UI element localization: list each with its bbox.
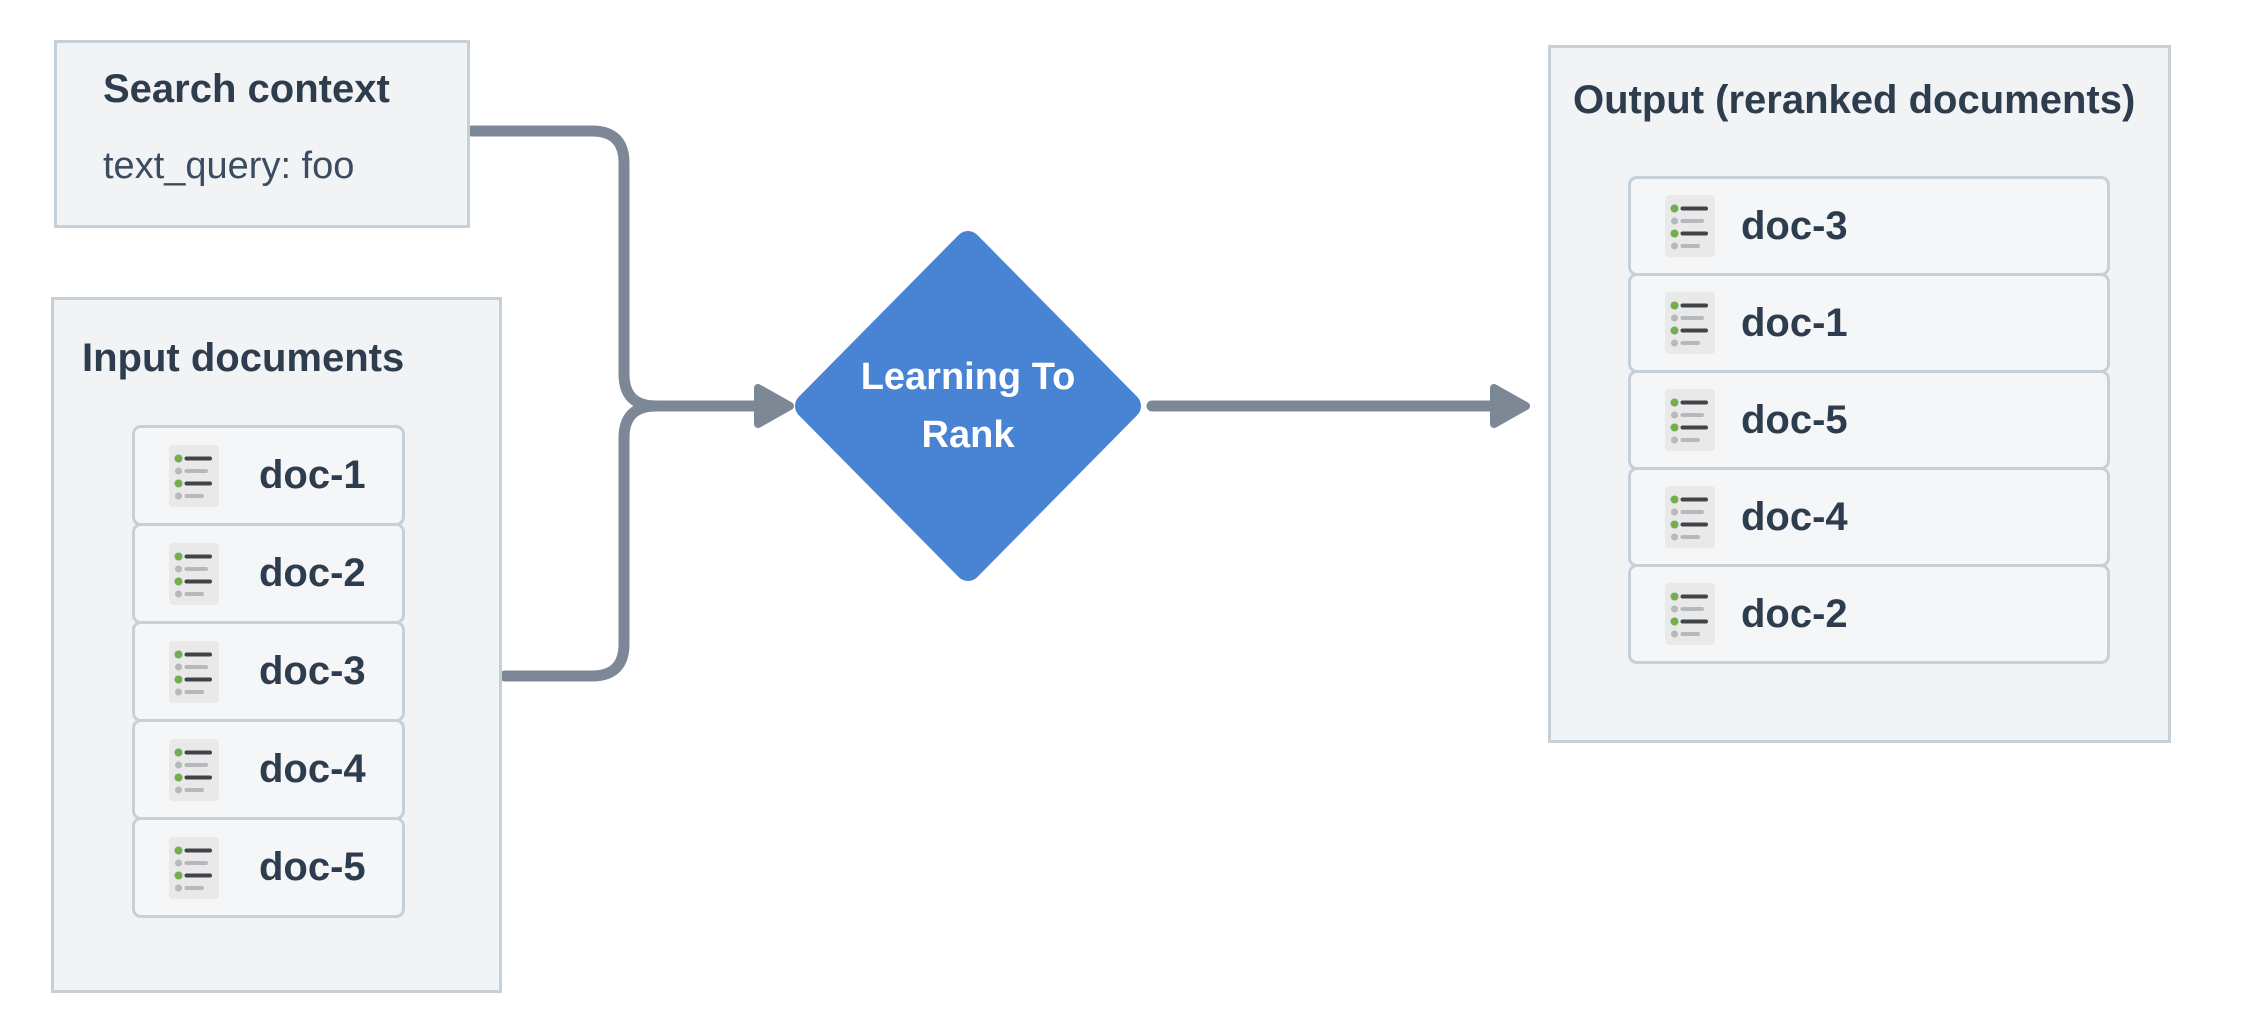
- learning-to-rank-label-line1: Learning To: [860, 356, 1076, 398]
- doc-list-icon: [169, 738, 219, 801]
- doc-list-icon: [169, 640, 219, 703]
- doc-card: doc-4: [132, 719, 405, 820]
- output-arrowhead-icon: [1490, 384, 1530, 428]
- doc-card: doc-3: [132, 621, 405, 722]
- doc-label: doc-4: [1741, 494, 1848, 539]
- doc-label: doc-1: [259, 453, 366, 497]
- doc-card: doc-1: [1628, 273, 2110, 373]
- doc-label: doc-2: [1741, 591, 1848, 636]
- merge-arrow-bottom: [499, 400, 662, 682]
- doc-list-icon: [169, 444, 219, 507]
- doc-label: doc-5: [259, 845, 366, 889]
- doc-list-icon: [1665, 195, 1715, 257]
- input-documents-box: Input documents doc-1 doc-2 doc-3 doc-4 …: [51, 297, 502, 993]
- doc-card: doc-2: [1628, 564, 2110, 664]
- input-arrowhead-icon: [754, 384, 794, 428]
- input-documents-title: Input documents: [82, 336, 405, 380]
- search-context-box: Search context text_query: foo: [54, 40, 470, 228]
- doc-label: doc-1: [1741, 300, 1848, 345]
- doc-card: doc-5: [1628, 370, 2110, 470]
- doc-label: doc-5: [1741, 397, 1848, 442]
- doc-label: doc-2: [259, 551, 366, 595]
- doc-card: doc-1: [132, 425, 405, 526]
- learning-to-rank-label-line2: Rank: [921, 414, 1015, 456]
- doc-list-icon: [1665, 583, 1715, 645]
- doc-label: doc-3: [1741, 203, 1848, 248]
- output-doc-list: doc-3 doc-1 doc-5 doc-4 doc-2: [1628, 176, 2110, 664]
- learning-to-rank-label: Learning To Rank: [768, 348, 1168, 464]
- input-doc-list: doc-1 doc-2 doc-3 doc-4 doc-5: [132, 425, 405, 918]
- doc-list-icon: [1665, 292, 1715, 354]
- doc-label: doc-3: [259, 649, 366, 693]
- doc-card: doc-3: [1628, 176, 2110, 276]
- doc-list-icon: [169, 542, 219, 605]
- search-context-title: Search context: [103, 67, 390, 111]
- learning-to-rank-diamond-node: [795, 231, 1141, 581]
- doc-card: doc-5: [132, 817, 405, 918]
- merge-arrow-top: [466, 125, 786, 412]
- doc-list-icon: [1665, 486, 1715, 548]
- output-title: Output (reranked documents): [1573, 78, 2136, 122]
- doc-list-icon: [1665, 389, 1715, 451]
- doc-card: doc-4: [1628, 467, 2110, 567]
- output-reranked-box: Output (reranked documents) doc-3 doc-1 …: [1548, 45, 2171, 743]
- text-query-value: text_query: foo: [103, 145, 355, 187]
- doc-card: doc-2: [132, 523, 405, 624]
- doc-label: doc-4: [259, 747, 366, 791]
- doc-list-icon: [169, 836, 219, 899]
